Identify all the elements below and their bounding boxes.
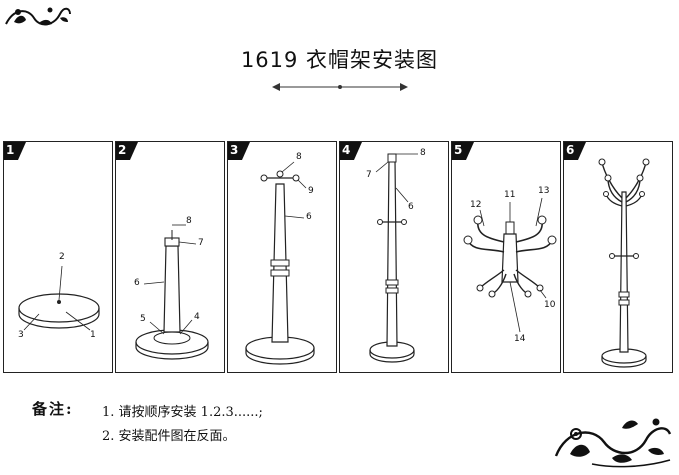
- callout-label: 8: [420, 148, 426, 158]
- note-line-1: 1. 请按顺序安装 1.2.3......;: [102, 405, 263, 420]
- callout-label: 1: [90, 330, 96, 340]
- step-number: 4: [342, 143, 351, 157]
- step-panel-6: 6: [563, 141, 673, 373]
- step-panel-5: 5 11 12 13 10 14: [451, 141, 561, 373]
- title-divider-icon: [272, 83, 408, 91]
- callout-label: 7: [198, 238, 204, 248]
- ornament-bottom-right-icon: [554, 418, 672, 468]
- callout-label: 6: [306, 212, 312, 222]
- callout-label: 4: [194, 312, 200, 322]
- step-panel-2: 2 8 7 6 5 4: [115, 141, 225, 373]
- callout-label: 3: [18, 330, 24, 340]
- callout-label: 12: [470, 200, 482, 210]
- step-number: 5: [454, 143, 463, 157]
- callout-label: 5: [140, 314, 146, 324]
- note-line-2: 2. 安装配件图在反面。: [102, 429, 236, 444]
- callout-label: 2: [59, 252, 65, 262]
- step-panel-3: 3 8 9 6: [227, 141, 337, 373]
- page-title: 1619 衣帽架安装图: [240, 48, 439, 72]
- step-number: 3: [230, 143, 239, 157]
- callout-label: 8: [296, 152, 302, 162]
- callout-label: 10: [544, 300, 556, 310]
- step-number: 1: [6, 143, 15, 157]
- ornament-top-left-icon: [5, 7, 71, 26]
- callout-label: 14: [514, 334, 526, 344]
- step-panel-1: 1 2 3 1: [3, 141, 113, 373]
- callout-label: 6: [134, 278, 140, 288]
- callout-label: 9: [308, 186, 314, 196]
- callout-label: 6: [408, 202, 414, 212]
- callout-label: 8: [186, 216, 192, 226]
- callout-label: 11: [504, 190, 516, 200]
- step-number: 2: [118, 143, 127, 157]
- step-number: 6: [566, 143, 575, 157]
- step-panel-4: 4 8 7 6: [339, 141, 449, 373]
- notes-label: 备注:: [32, 400, 74, 418]
- callout-label: 7: [366, 170, 372, 180]
- callout-label: 13: [538, 186, 550, 196]
